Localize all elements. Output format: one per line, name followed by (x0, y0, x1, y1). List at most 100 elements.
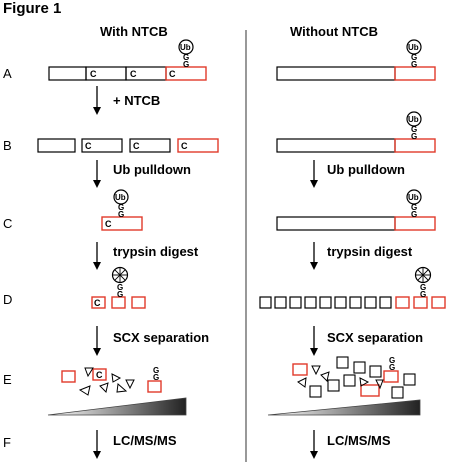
row-b-left: C C C (37, 138, 219, 153)
glycine-label: G (411, 125, 417, 134)
tryptic-peptide (349, 296, 362, 309)
glycine-label: G (411, 60, 417, 69)
ub-fragment (359, 377, 370, 387)
digested-ubiquitin-icon (111, 266, 129, 284)
peptide-fragment (81, 138, 123, 153)
salt-gradient-wedge (267, 399, 421, 416)
ubiquitinated-fragment (101, 216, 143, 231)
tryptic-peptide (274, 296, 287, 309)
ub-fragment (375, 379, 384, 390)
ubiquitin-label: Ub (180, 43, 191, 52)
glycine-label: G (117, 283, 123, 292)
step-lcms-left: LC/MS/MS (113, 433, 177, 448)
tryptic-peptide (259, 296, 272, 309)
separated-peptide (147, 380, 162, 393)
tryptic-peptide (111, 296, 126, 309)
ubiquitin-icon (406, 189, 422, 205)
glycine-label: G (153, 366, 159, 375)
tryptic-peptide (364, 296, 377, 309)
figure-title: Figure 1 (3, 0, 62, 17)
separated-peptide (369, 365, 382, 378)
separated-peptide (309, 385, 322, 398)
peptide-segment (276, 216, 396, 231)
cysteine-label: C (169, 69, 176, 79)
ub-fragment (111, 373, 122, 383)
row-label-d: D (3, 292, 13, 307)
tryptic-peptide (91, 296, 106, 309)
salt-gradient-wedge (47, 397, 187, 416)
step-ntcb-cleavage: + NTCB (113, 93, 161, 108)
tryptic-peptide (131, 296, 146, 309)
ubiquitinated-segment (165, 66, 207, 81)
ubiquitinated-peptide (413, 296, 428, 309)
cysteine-label: C (94, 298, 101, 308)
separated-peptide (383, 370, 399, 383)
row-label-a: A (3, 66, 12, 81)
ub-fragment (78, 385, 91, 396)
ubiquitin-label: Ub (408, 115, 419, 124)
peptide-fragment (37, 138, 76, 153)
row-label-e: E (3, 372, 12, 387)
ubiquitinated-segment (394, 216, 436, 231)
cysteine-label: C (130, 69, 137, 79)
ub-fragment (116, 383, 128, 393)
row-label-c: C (3, 216, 13, 231)
ub-fragment (84, 367, 94, 378)
cysteine-label: C (105, 219, 112, 229)
row-c-right: Ub G G (276, 189, 436, 231)
step-ub-pulldown-left: Ub pulldown (113, 162, 191, 177)
step-trypsin-left: trypsin digest (113, 244, 199, 259)
row-e-right: G G (267, 356, 421, 416)
cysteine-label: C (133, 141, 140, 151)
row-d-right: G G (259, 266, 446, 309)
peptide-segment (276, 66, 396, 81)
cysteine-label: C (96, 370, 103, 380)
ub-fragment (125, 379, 135, 390)
peptide-segment (48, 66, 87, 81)
step-ub-pulldown-right: Ub pulldown (327, 162, 405, 177)
separated-peptide (327, 379, 340, 392)
ubiquitinated-peptide (395, 296, 410, 309)
glycine-label: G (411, 210, 417, 219)
separated-peptide (391, 386, 404, 399)
glycine-label: G (411, 132, 417, 141)
glycine-label: G (183, 53, 189, 62)
glycine-label: G (118, 210, 124, 219)
tryptic-peptide (289, 296, 302, 309)
glycine-label: G (118, 203, 124, 212)
step-arrows (93, 86, 318, 459)
step-scx-left: SCX separation (113, 330, 210, 345)
glycine-label: G (117, 290, 123, 299)
glycine-label: G (420, 283, 426, 292)
tryptic-peptide (379, 296, 392, 309)
digested-ubiquitin-icon (414, 266, 432, 284)
row-b-right: Ub G G (276, 111, 436, 153)
step-trypsin-right: trypsin digest (327, 244, 413, 259)
step-lcms-right: LC/MS/MS (327, 433, 391, 448)
tryptic-peptide (334, 296, 347, 309)
row-a-right: Ub G G (276, 39, 436, 81)
row-c-left: C Ub G G (101, 189, 143, 231)
row-label-b: B (3, 138, 12, 153)
ubiquitin-icon (113, 189, 129, 205)
ubiquitinated-segment (394, 138, 436, 153)
glycine-label: G (389, 356, 395, 365)
ubiquitin-label: Ub (408, 43, 419, 52)
separated-peptide (92, 368, 107, 381)
step-scx-right: SCX separation (327, 330, 424, 345)
ubiquitin-icon (406, 111, 422, 127)
ubiquitin-icon (406, 39, 422, 55)
column-title-with-ntcb: With NTCB (100, 24, 168, 39)
separated-peptide (403, 373, 416, 386)
row-label-f: F (3, 435, 11, 450)
row-e-left: C G G (47, 366, 187, 416)
ub-fragment (320, 371, 330, 382)
cysteine-label: C (181, 141, 188, 151)
peptide-segment (276, 138, 396, 153)
separated-peptide (292, 363, 308, 376)
ubiquitinated-peptide (431, 296, 446, 309)
column-title-without-ntcb: Without NTCB (290, 24, 378, 39)
ubiquitin-icon (178, 39, 194, 55)
row-a-left: C C C Ub G G (48, 39, 207, 81)
